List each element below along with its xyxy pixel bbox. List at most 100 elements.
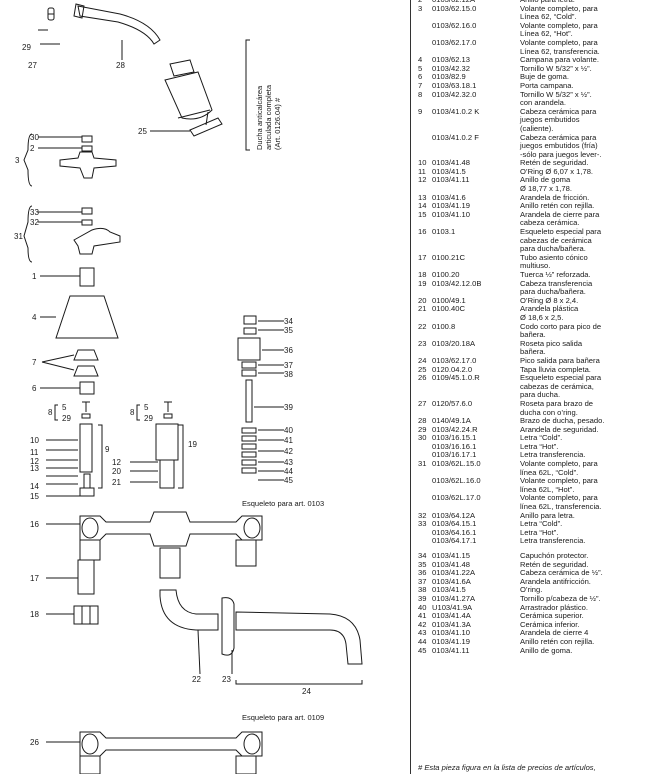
part-number: 13 (418, 192, 427, 202)
part-description-line: Campana para volante. (520, 55, 599, 65)
part-code: 0103/62L.16.0 (432, 476, 481, 486)
part-code: 0103/62L.15.0 (432, 459, 481, 469)
callout-45: 45 (284, 476, 293, 485)
callout-10: 10 (30, 436, 39, 445)
part-description-line: juegos embutidos (520, 115, 580, 125)
part-description-line: Tuerca ½” reforzada. (520, 270, 591, 279)
part-code: 0103/42.12.0B (432, 278, 482, 288)
part-code: 0103/41.11 (432, 175, 470, 185)
part-code: 0100.21C (432, 252, 465, 262)
callout-24: 24 (302, 687, 311, 696)
callout-44: 44 (284, 467, 293, 476)
part-description-line: Retén de seguridad. (520, 559, 589, 569)
callout-29: 29 (22, 43, 31, 52)
part-code: 0120/57.6.0 (432, 398, 473, 408)
part-description-line: Letra “Cold”. (520, 433, 563, 443)
part-description-line: Buje de goma. (520, 72, 569, 82)
letter-ring (81, 135, 93, 152)
bath-spout (235, 611, 363, 665)
part-code: 0100/49.1 (432, 295, 466, 305)
spout-rosette (221, 597, 235, 656)
part-description: Cerámica superior. (520, 612, 642, 621)
part-description-line: Arandela antifricción. (520, 576, 591, 586)
part-description-line: Esqueleto especial para (520, 373, 602, 383)
campana-bell (55, 295, 119, 339)
part-number: 40 (418, 602, 427, 612)
part-description: Anillo para letra. (520, 0, 642, 5)
part-description-line: Tubo asiento cónico (520, 252, 588, 262)
part-code: 0103/42.24.R (432, 424, 478, 434)
shower-arm-rosette (47, 7, 55, 21)
part-description-line: juegos embutidos (fría) (520, 141, 598, 151)
part-description-line: Roseta pico salida (520, 338, 583, 348)
part-number: 45 (418, 645, 427, 655)
part-description: Tornillo p/cabeza de ½”. (520, 594, 642, 604)
part-description: Letra “Cold”. (520, 434, 642, 443)
callout-7: 7 (32, 358, 37, 367)
callout-9: 9 (105, 445, 110, 454)
part-code: 0140/49.1A (432, 416, 471, 426)
half-inch-ceramic-head (237, 315, 261, 474)
part-description: Capuchón protector. (520, 551, 642, 561)
callout-16: 16 (30, 520, 39, 529)
part-code: 0103/64.17.1 (432, 536, 477, 546)
callout-39: 39 (284, 403, 293, 412)
callout-25: 25 (138, 127, 147, 136)
callout-27: 27 (28, 61, 37, 70)
part-description-line: Ø 18,6 x 2,5. (520, 312, 564, 322)
callout-34: 34 (284, 317, 293, 326)
part-number: 14 (418, 201, 427, 211)
part-description-line: Letra “Hot”. (520, 527, 559, 537)
part-number: 23 (418, 338, 427, 348)
callout-13: 13 (30, 464, 39, 473)
part-description-line: Arandela de cierre 4 (520, 628, 589, 638)
part-code: 0103/62L.17.0 (432, 493, 481, 503)
part-description-line: bañera. (520, 330, 546, 340)
part-description-line: Codo corto para pico de (520, 321, 602, 331)
part-description-line: Volante completo, para (520, 459, 598, 469)
rotated-caption: Ducha anticalcárea articulada completa (… (255, 84, 282, 150)
part-number (418, 529, 432, 538)
part-code: 0103/64.15.1 (432, 519, 477, 529)
part-description-line: cabezas de cerámica, (520, 381, 594, 391)
part-description-line: Ø 18,77 x 1,78. (520, 184, 572, 194)
part-description-line: línea 62L, “Cold”. (520, 467, 579, 477)
callout-33: 33 (30, 208, 39, 217)
part-description: Letra “Hot”. (520, 442, 642, 452)
part-code: 0103/41.22A (432, 568, 476, 578)
part-description-line: Cabeza cerámica de ½”. (520, 568, 603, 578)
handle-cross (59, 151, 117, 179)
part-description: Tuerca ½” reforzada. (520, 270, 642, 280)
part-number (418, 443, 432, 452)
part-number: 18 (418, 270, 427, 279)
rotated-caption-line: (Art. 0126.04) # (273, 97, 282, 150)
callout-11: 11 (30, 448, 39, 457)
callout-36: 36 (284, 346, 293, 355)
part-description-line: Retén de seguridad. (520, 158, 589, 168)
part-description-line: Letra transferencia. (520, 536, 586, 546)
part-number (418, 22, 432, 39)
part-description-line: Volante completo, para (520, 3, 598, 13)
callout-5b: 5 (144, 403, 149, 412)
